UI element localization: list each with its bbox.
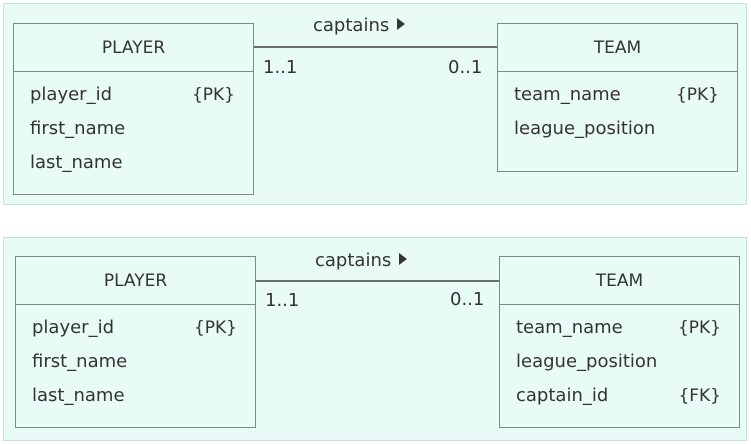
relationship-label-2: captains: [315, 250, 408, 271]
attribute-name: team_name: [514, 84, 621, 105]
attribute-name: last_name: [32, 385, 125, 406]
attribute-name: league_position: [516, 351, 658, 372]
attribute-row: last_name: [14, 152, 253, 186]
direction-arrow-icon: [399, 253, 408, 265]
relationship-name: captains: [315, 250, 392, 271]
relationship-line-2: [256, 280, 499, 282]
attribute-key: {PK}: [675, 85, 719, 105]
direction-arrow-icon: [397, 18, 406, 30]
relationship-line-1: [254, 46, 497, 48]
attribute-row: league_position: [500, 351, 739, 385]
attribute-name: player_id: [30, 84, 113, 105]
attribute-name: captain_id: [516, 385, 609, 406]
player-entity-1: PLAYER player_id {PK} first_name last_na…: [13, 23, 254, 195]
attribute-key: {PK}: [191, 85, 235, 105]
left-multiplicity-2: 1..1: [265, 290, 300, 311]
team-entity-2: TEAM team_name {PK} league_position capt…: [499, 256, 740, 428]
attribute-name: team_name: [516, 317, 623, 338]
entity-title: PLAYER: [14, 24, 253, 72]
attribute-name: player_id: [32, 317, 115, 338]
entity-title: PLAYER: [16, 257, 255, 305]
attribute-row: player_id {PK}: [14, 84, 253, 118]
attribute-name: league_position: [514, 118, 656, 139]
attribute-row: last_name: [16, 385, 255, 419]
attribute-row: first_name: [16, 351, 255, 385]
attribute-row: player_id {PK}: [16, 317, 255, 351]
attribute-name: last_name: [30, 152, 123, 173]
attribute-row: captain_id {FK}: [500, 385, 739, 419]
attribute-key: {PK}: [193, 318, 237, 338]
attribute-row: first_name: [14, 118, 253, 152]
relationship-label-1: captains: [313, 15, 406, 36]
entity-title: TEAM: [500, 257, 739, 305]
right-multiplicity-1: 0..1: [448, 57, 483, 78]
attribute-key: {PK}: [677, 318, 721, 338]
left-multiplicity-1: 1..1: [263, 57, 298, 78]
team-entity-1: TEAM team_name {PK} league_position: [497, 23, 738, 172]
attribute-key: {FK}: [678, 386, 721, 406]
entity-title: TEAM: [498, 24, 737, 72]
relationship-name: captains: [313, 15, 390, 36]
attribute-row: team_name {PK}: [498, 84, 737, 118]
attribute-name: first_name: [30, 118, 126, 139]
attribute-name: first_name: [32, 351, 128, 372]
attribute-row: league_position: [498, 118, 737, 152]
attribute-row: team_name {PK}: [500, 317, 739, 351]
right-multiplicity-2: 0..1: [450, 289, 485, 310]
player-entity-2: PLAYER player_id {PK} first_name last_na…: [15, 256, 256, 428]
